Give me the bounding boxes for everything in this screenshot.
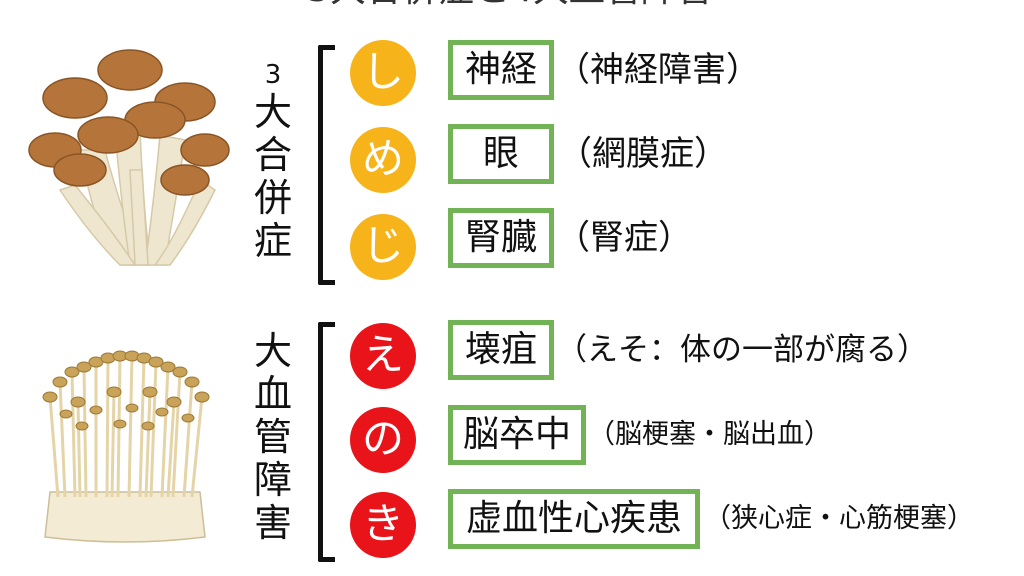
group1-vertical-label: 3 大 合 併 症: [248, 60, 298, 263]
group1-bracket: [318, 45, 335, 285]
group1-label-char: 併: [253, 176, 292, 221]
group2-bracket: [318, 322, 335, 562]
note-me: （網膜症）: [558, 134, 728, 174]
kana-circle-ji: じ: [350, 214, 416, 280]
kana-circle-no: の: [350, 407, 416, 473]
term-box-jinzou: 腎臓: [448, 208, 554, 268]
kana-circle-e: え: [350, 323, 416, 389]
group2-label-char: 大: [253, 329, 292, 373]
page-title-cropped: 3大合併症と4大血管障害: [250, 0, 770, 12]
term-box-eso: 壊疽: [448, 320, 554, 380]
group2-label-char: 血: [253, 371, 292, 416]
group2-label-char: 障: [253, 457, 292, 502]
enoki-mushroom-icon: [42, 350, 210, 543]
shimeji-mushroom-icon: [28, 49, 230, 266]
kana-circle-shi: し: [350, 40, 416, 106]
note-kyoketsu: （狭心症・心筋梗塞）: [704, 503, 974, 534]
term-box-kyoketsu: 虚血性心疾患: [448, 489, 700, 549]
note-eso: （えそ：体の一部が腐る）: [556, 332, 928, 368]
kana-circle-me: め: [350, 127, 416, 193]
term-box-me: 眼: [448, 124, 554, 184]
group1-label-number: 3: [264, 60, 282, 90]
term-box-shinkei: 神経: [448, 40, 554, 100]
kana-circle-ki: き: [350, 492, 416, 558]
group1-label-char: 症: [253, 219, 292, 263]
note-shinkei: （神経障害）: [556, 50, 760, 90]
group1-label-char: 合: [253, 133, 292, 178]
group1-label-char: 大: [253, 90, 292, 135]
note-nousotchu: （脳梗塞・脳出血）: [588, 419, 831, 450]
term-box-nousotchu: 脳卒中: [448, 405, 586, 465]
group2-label-char: 害: [253, 500, 292, 545]
note-jinzou: （腎症）: [556, 218, 692, 258]
group2-vertical-label: 大 血 管 障 害: [248, 330, 298, 545]
group2-label-char: 管: [253, 414, 292, 459]
